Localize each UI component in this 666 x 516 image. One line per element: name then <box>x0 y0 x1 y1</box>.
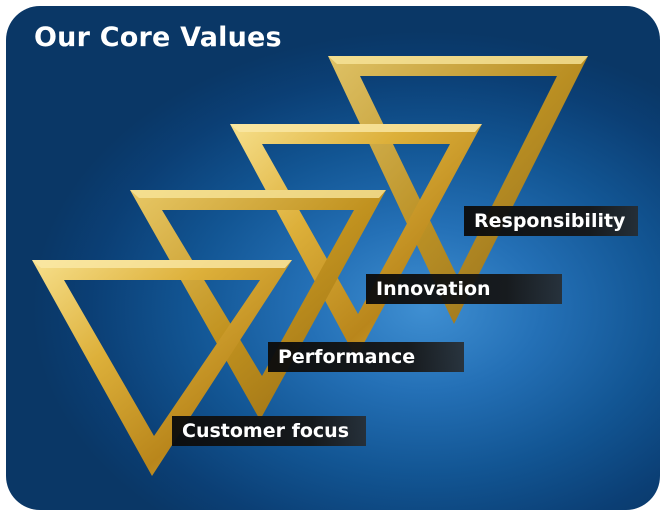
triangle-customer-focus <box>32 260 292 476</box>
triangle-responsibility <box>328 56 588 324</box>
core-values-panel: Our Core Values <box>6 6 660 510</box>
interlocking-triangles-graphic <box>32 56 588 476</box>
triangle-performance <box>130 190 386 420</box>
page-title: Our Core Values <box>34 22 282 53</box>
value-label-performance: Performance <box>268 342 464 372</box>
value-label-responsibility: Responsibility <box>464 206 638 236</box>
triangle-innovation <box>230 124 482 358</box>
value-label-customer-focus: Customer focus <box>172 416 366 446</box>
value-label-innovation: Innovation <box>366 274 562 304</box>
